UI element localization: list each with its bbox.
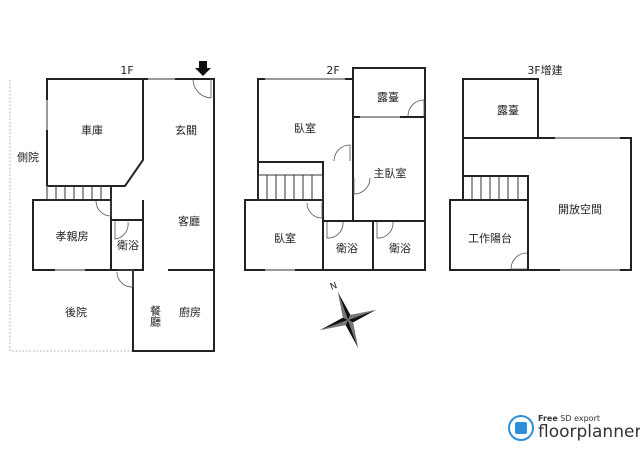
compass-north-label: N xyxy=(329,281,339,293)
wall xyxy=(372,220,426,271)
room-label: 工作陽台 xyxy=(468,231,512,245)
wall xyxy=(462,137,632,271)
room-label: 玄關 xyxy=(175,123,197,137)
room-label: 臥室 xyxy=(274,231,296,245)
floor-title: 3F增建 xyxy=(527,63,562,77)
room-label: 孝親房 xyxy=(56,230,89,243)
door xyxy=(114,221,129,240)
floor-title: 2F xyxy=(326,64,339,77)
staircase xyxy=(471,176,519,200)
room-label: 衛浴 xyxy=(117,239,139,252)
room-label: 開放空間 xyxy=(558,202,602,216)
floor-title: 1F xyxy=(120,64,133,77)
staircase xyxy=(257,174,324,201)
door xyxy=(116,269,134,288)
floor-3f: 3F增建 露臺 開放空間 工作陽台 xyxy=(449,63,632,271)
door xyxy=(353,177,371,195)
door xyxy=(333,144,351,162)
door xyxy=(407,99,425,117)
room-label: 主臥室 xyxy=(374,166,407,180)
room-label: 側院 xyxy=(17,150,39,164)
door xyxy=(326,221,344,239)
floor-1f: 1F 車庫 玄關 側院 孝親房 衛浴 客廳 後院 餐廳 廚房 xyxy=(9,61,215,352)
room-label: 衛浴 xyxy=(336,242,358,255)
floorplanner-logo-icon xyxy=(508,414,534,441)
room-label: 廚房 xyxy=(179,305,201,319)
door xyxy=(376,221,394,239)
logo-brand: floorplanner xyxy=(538,422,640,442)
staircase xyxy=(46,185,112,201)
room-label: 露臺 xyxy=(377,90,399,104)
floorplanner-logo: Free SD export floorplanner xyxy=(508,414,640,441)
wall xyxy=(258,161,324,200)
entrance-arrow-icon xyxy=(195,61,211,76)
room-label: 客廳 xyxy=(178,214,200,228)
wall xyxy=(46,78,215,352)
compass-icon: N xyxy=(319,281,377,349)
room-label: 臥室 xyxy=(294,121,316,135)
logo-subtitle: Free SD export xyxy=(538,414,600,423)
door xyxy=(510,252,528,270)
wall xyxy=(257,78,353,200)
room-label: 車庫 xyxy=(81,123,103,137)
room-label: 後院 xyxy=(65,305,87,319)
wall xyxy=(463,175,529,200)
room-label: 衛浴 xyxy=(389,242,411,255)
door xyxy=(192,79,212,99)
door xyxy=(306,202,323,219)
floor-2f: 2F 臥室 露臺 主臥室 臥室 衛浴 衛浴 xyxy=(244,64,426,271)
room-label: 露臺 xyxy=(497,103,519,117)
yard-boundary xyxy=(9,80,133,352)
door xyxy=(95,200,112,217)
wall xyxy=(449,199,529,271)
room-label: 餐廳 xyxy=(149,304,162,328)
